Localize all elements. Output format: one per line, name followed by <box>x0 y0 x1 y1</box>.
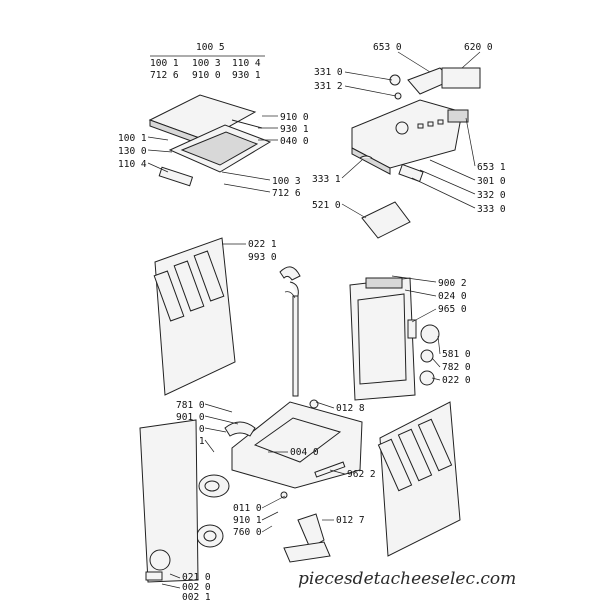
part-label: 910 0 <box>280 112 309 123</box>
left-side-panel <box>153 237 236 396</box>
part-label: 022 1 <box>248 239 277 250</box>
part-label: 910 1 <box>233 515 262 526</box>
control-panel-leaders <box>341 51 481 219</box>
part-label: 962 2 <box>347 469 376 480</box>
lid-kit-item: 930 1 <box>232 70 261 81</box>
part-label: 965 0 <box>438 304 467 315</box>
part-label: 130 0 <box>118 146 147 157</box>
part-label: 581 0 <box>442 349 471 360</box>
part-label: 021 0 <box>182 572 211 583</box>
part-label: 653 0 <box>373 42 402 53</box>
lid-kit-header: 100 5 100 1 100 3 110 4 712 6 910 0 930 … <box>150 42 265 81</box>
part-label: 011 0 <box>233 503 262 514</box>
part-label: 521 0 <box>312 200 341 211</box>
lid-kit-item: 100 1 <box>150 58 179 69</box>
lid-kit-item: 910 0 <box>192 70 221 81</box>
control-panel-assembly <box>351 67 481 239</box>
pump-parts <box>196 474 331 563</box>
watermark-text: piecesdetacheeselec.com <box>298 569 516 589</box>
part-label: 333 0 <box>477 204 506 215</box>
part-label: 900 2 <box>438 278 467 289</box>
front-panel <box>139 419 199 583</box>
lid-kit-item: 712 6 <box>150 70 179 81</box>
part-label: 024 0 <box>438 291 467 302</box>
part-label: 620 0 <box>464 42 493 53</box>
part-label: 712 6 <box>272 188 301 199</box>
part-label: 653 1 <box>477 162 506 173</box>
part-label: 100 3 <box>272 176 301 187</box>
part-label: 301 0 <box>477 176 506 187</box>
fill-hose <box>279 266 301 397</box>
part-label: 012 8 <box>336 403 365 414</box>
part-label: 110 4 <box>118 159 147 170</box>
part-label: 022 0 <box>442 375 471 386</box>
lid-kit-item: 110 4 <box>232 58 261 69</box>
part-label: 100 1 <box>118 133 147 144</box>
part-label: 993 0 <box>248 252 277 263</box>
part-label: 333 1 <box>312 174 341 185</box>
lid-kit-item: 100 3 <box>192 58 221 69</box>
part-label: 002 1 <box>182 592 211 600</box>
base-leaders <box>204 401 346 533</box>
part-label: 782 0 <box>442 362 471 373</box>
part-label: 002 0 <box>182 582 211 593</box>
base-assembly <box>224 399 363 499</box>
part-label: 781 0 <box>176 400 205 411</box>
part-label: 012 7 <box>336 515 365 526</box>
rear-frame <box>349 277 440 401</box>
right-side-panel <box>377 401 461 557</box>
rear-frame-leaders <box>391 275 441 381</box>
part-label: 760 0 <box>233 527 262 538</box>
part-label: 930 1 <box>280 124 309 135</box>
part-label: 331 2 <box>314 81 343 92</box>
lid-kit-title: 100 5 <box>196 42 225 53</box>
lid-leaders <box>147 115 278 193</box>
lid-assembly <box>148 94 272 187</box>
part-label: 040 0 <box>280 136 309 147</box>
part-label: 332 0 <box>477 190 506 201</box>
part-label: 004 0 <box>290 447 319 458</box>
part-label: 331 0 <box>314 67 343 78</box>
part-label: 901 0 <box>176 412 205 423</box>
